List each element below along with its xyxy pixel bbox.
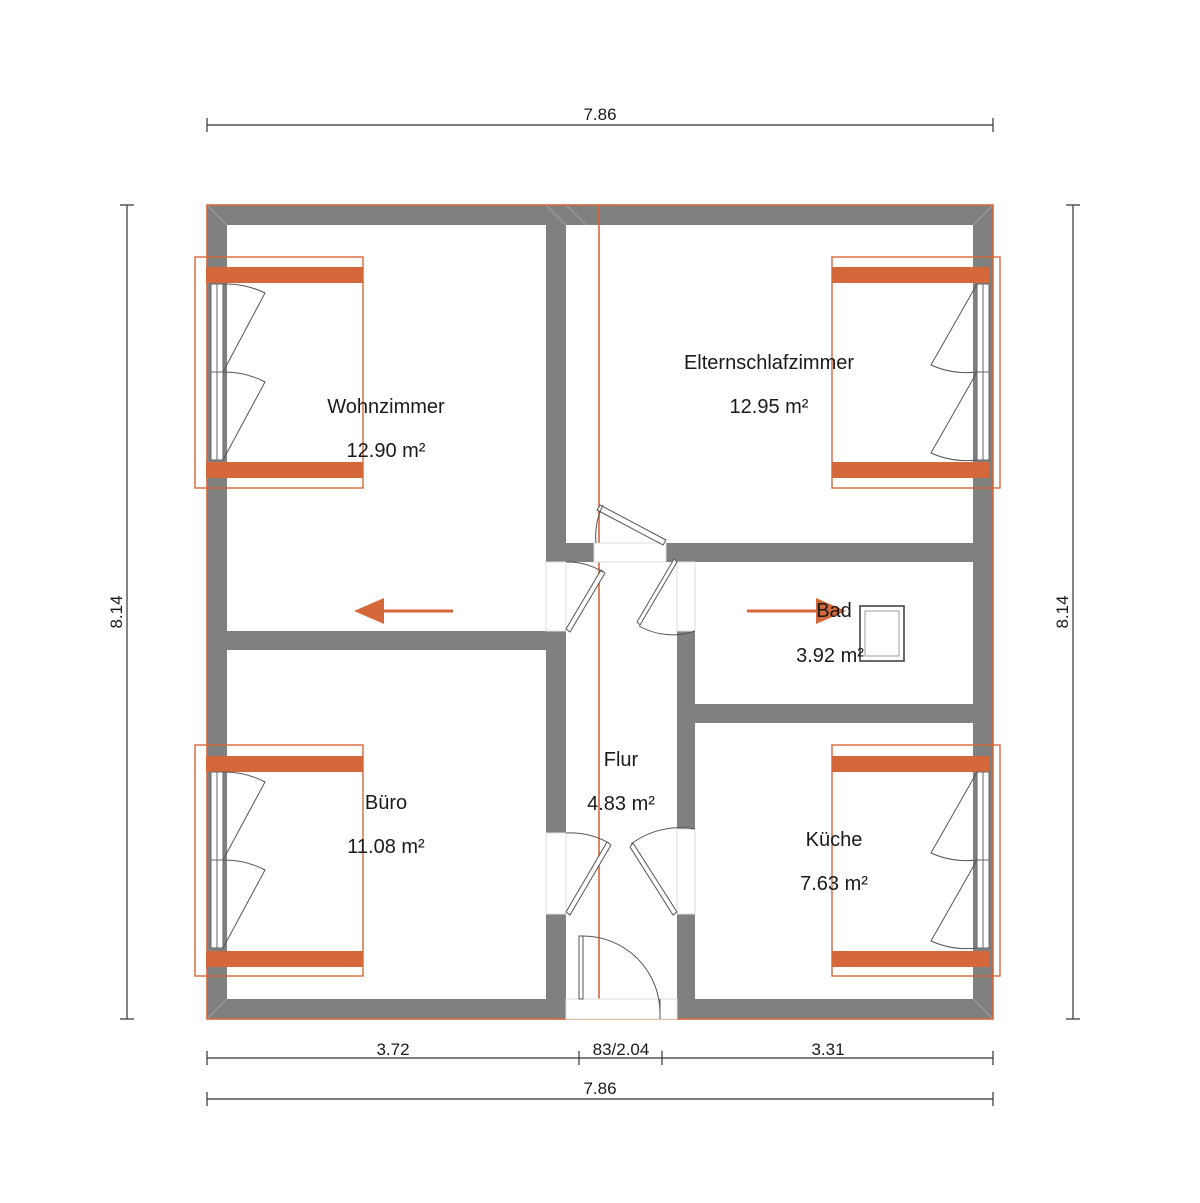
room-area-buero: 11.08 m² bbox=[347, 836, 425, 858]
wall-corridor-right-middle bbox=[677, 631, 695, 829]
room-name-bad: Bad bbox=[816, 600, 852, 622]
wall-corridor-left-middle bbox=[546, 631, 566, 833]
wall-wohnzimmer-buero bbox=[207, 631, 566, 650]
dimension-left bbox=[120, 204, 134, 1020]
dimension-segment-right: 3.31 bbox=[811, 1040, 844, 1059]
room-area-elternschlafzimmer: 12.95 m² bbox=[730, 396, 809, 418]
wall-bad-kueche bbox=[677, 704, 993, 723]
door-bad bbox=[636, 558, 696, 636]
room-area-flur: 4.83 m² bbox=[587, 793, 655, 815]
window-kueche bbox=[831, 744, 1001, 977]
wall-corridor-left-upper bbox=[546, 205, 566, 562]
window-elternschlafzimmer bbox=[831, 256, 1001, 489]
dimension-top bbox=[206, 118, 994, 132]
dimension-bottom bbox=[206, 1092, 994, 1106]
arrow-right-icon bbox=[747, 598, 846, 624]
door-wohnzimmer bbox=[545, 561, 606, 633]
shower-tray bbox=[859, 605, 905, 662]
dimension-segments bbox=[206, 1051, 994, 1065]
room-area-wohnzimmer: 12.90 m² bbox=[347, 440, 426, 462]
wall-corridor-top-stub bbox=[546, 543, 594, 562]
room-name-buero: Büro bbox=[365, 792, 407, 814]
room-area-kueche: 7.63 m² bbox=[800, 873, 868, 895]
door-buero bbox=[545, 832, 612, 916]
wall-eltern-bad bbox=[666, 543, 993, 562]
window-buero bbox=[194, 744, 364, 977]
room-name-flur: Flur bbox=[604, 749, 639, 771]
room-area-bad: 3.92 m² bbox=[796, 645, 864, 667]
room-name-elternschlafzimmer: Elternschlafzimmer bbox=[684, 352, 854, 374]
window-wohnzimmer bbox=[194, 256, 364, 489]
dimension-right bbox=[1066, 204, 1080, 1020]
dimension-left-label: 8.14 bbox=[107, 595, 126, 628]
wall-corridor-right-lower bbox=[677, 914, 695, 1019]
dimension-bottom-label: 7.86 bbox=[583, 1079, 616, 1098]
arrow-left-icon bbox=[354, 598, 453, 624]
dimension-right-label: 8.14 bbox=[1053, 595, 1072, 628]
dimension-top-label: 7.86 bbox=[583, 105, 616, 124]
wall-top bbox=[207, 205, 993, 225]
dimension-segment-left: 3.72 bbox=[376, 1040, 409, 1059]
dimension-segment-middle: 83/2.04 bbox=[593, 1040, 650, 1059]
room-name-wohnzimmer: Wohnzimmer bbox=[327, 396, 445, 418]
door-elternschlafzimmer bbox=[593, 504, 667, 563]
door-kueche bbox=[629, 827, 696, 916]
wall-mitres bbox=[206, 204, 994, 1020]
wall-corridor-left-lower bbox=[546, 914, 566, 1019]
door-entrance bbox=[565, 935, 678, 1020]
room-name-kueche: Küche bbox=[806, 829, 863, 851]
